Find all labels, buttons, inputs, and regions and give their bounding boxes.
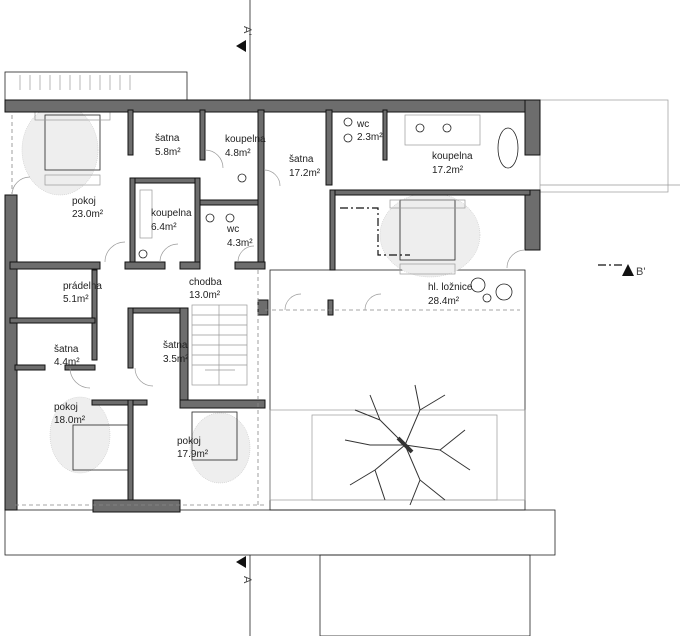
room-label-text: koupelna <box>151 208 192 219</box>
room-label-text: 4.8m² <box>225 148 251 159</box>
room-label-text: koupelna <box>225 134 266 145</box>
room-label-text: wc <box>356 119 369 130</box>
room-label-text: A <box>241 576 253 584</box>
room-label-text: 6.4m² <box>151 222 177 233</box>
room-label-text: 3.5m² <box>163 354 189 365</box>
room-label-text: 17.9m² <box>177 449 209 460</box>
room-label-text: chodba <box>189 277 222 288</box>
room-label-text: koupelna <box>432 151 473 162</box>
room-label-text: šatna <box>54 344 79 355</box>
room-label-text: prádelna <box>63 281 102 292</box>
doors <box>11 149 526 389</box>
room-pokoj-17-9: pokoj 17.9m² <box>177 436 209 460</box>
glazing-lines <box>11 115 622 506</box>
section-marker-b: B' <box>622 264 645 278</box>
room-label-text: 2.3m² <box>357 132 383 143</box>
room-satna-17-2: šatna 17.2m² <box>289 154 321 179</box>
room-satna-4-4: šatna 4.4m² <box>54 344 80 368</box>
room-label-text: 17.2m² <box>432 165 464 176</box>
room-label-text: šatna <box>289 154 314 165</box>
room-hl-loznice: hl. ložnice 28.4m² <box>428 282 473 307</box>
room-pokoj-23: pokoj 23.0m² <box>72 196 104 220</box>
room-label-text: šatna <box>155 133 180 144</box>
furniture <box>34 111 519 471</box>
room-koupelna-17-2: koupelna 17.2m² <box>432 151 473 176</box>
room-chodba: chodba 13.0m² <box>189 277 222 301</box>
staircase <box>191 304 248 386</box>
room-pokoj-18: pokoj 18.0m² <box>54 402 86 426</box>
room-label-text: 13.0m² <box>189 290 221 301</box>
section-marker-a-bottom: A <box>236 556 253 584</box>
room-label-text: pokoj <box>72 196 96 207</box>
section-line-b <box>340 207 410 256</box>
room-satna-5-8: šatna 5.8m² <box>155 133 181 158</box>
room-label-text: wc <box>226 224 239 235</box>
room-label-text: 4.3m² <box>227 238 253 249</box>
room-labels: pokoj 23.0m² šatna 5.8m² koupelna 4.8m² kou… <box>54 119 473 460</box>
rugs <box>21 104 481 484</box>
room-wc-4-3: wc 4.3m² <box>226 224 253 249</box>
room-label-text: hl. ložnice <box>428 282 473 293</box>
room-label-text: pokoj <box>54 402 78 413</box>
site-outlines <box>4 0 680 636</box>
room-label-text: 5.1m² <box>63 294 89 305</box>
room-label-text: 28.4m² <box>428 296 460 307</box>
room-label-text: šatna <box>163 340 188 351</box>
room-koupelna-6-4: koupelna 6.4m² <box>151 208 192 233</box>
section-marker-a-top: A' <box>236 26 253 52</box>
room-label-text: 17.2m² <box>289 168 321 179</box>
walls <box>4 99 541 513</box>
room-label-text: 4.4m² <box>54 357 80 368</box>
room-label-text: 23.0m² <box>72 209 104 220</box>
room-pradelna: prádelna 5.1m² <box>63 281 102 305</box>
room-label-text: A' <box>241 26 253 35</box>
room-label-text: 5.8m² <box>155 147 181 158</box>
room-koupelna-4-8: koupelna 4.8m² <box>225 134 266 159</box>
room-satna-3-5: šatna 3.5m² <box>163 340 189 365</box>
tree-symbol <box>344 384 471 506</box>
room-label-text: pokoj <box>177 436 201 447</box>
room-label-text: 18.0m² <box>54 415 86 426</box>
room-wc-2-3: wc 2.3m² <box>356 119 383 143</box>
room-label-text: B' <box>636 266 645 278</box>
